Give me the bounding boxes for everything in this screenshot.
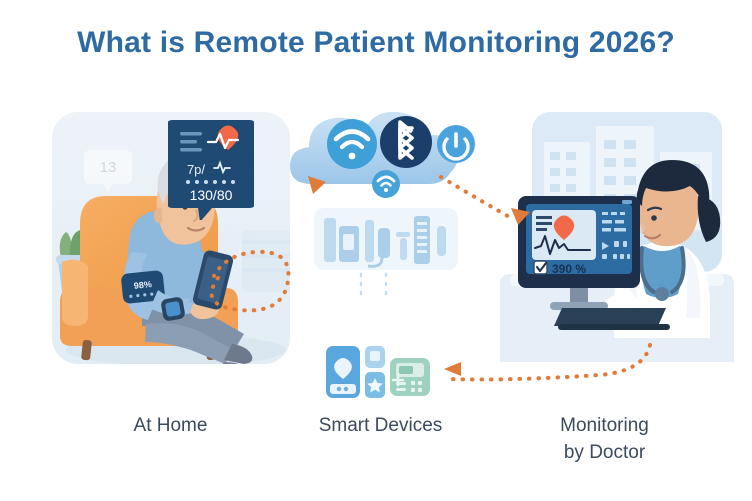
- monitor-reading: 390 %: [552, 262, 586, 276]
- smart-devices-scene: [318, 342, 438, 404]
- ecg-icon: [206, 132, 240, 150]
- doctor-scene: 390 %: [492, 112, 742, 362]
- device-hub-scene: [306, 170, 466, 296]
- vitals-line-1: 7p/: [187, 162, 205, 177]
- dotted-link-down: [359, 272, 388, 296]
- caption-doctor-line-1: Monitoring: [560, 415, 649, 436]
- doctor-scrubs: [641, 246, 683, 298]
- caption-smart-devices-text: Smart Devices: [318, 415, 443, 436]
- monitor-ecg-icon: [534, 235, 591, 255]
- stethoscope-icon: [639, 246, 656, 294]
- devices-illustration: [326, 346, 430, 398]
- hub-illustration: [314, 184, 458, 296]
- wall-clock-decoration: 13: [84, 150, 132, 192]
- page-title: What is Remote Patient Monitoring 2026?: [77, 26, 675, 59]
- caption-at-home-text: At Home: [133, 415, 208, 436]
- cloud-illustration: [290, 111, 475, 184]
- caption-at-home: At Home: [78, 412, 263, 439]
- caption-doctor-line-2: by Doctor: [563, 442, 646, 463]
- vitals-line-2: 130/80: [190, 187, 233, 203]
- doctor-hair: [636, 160, 710, 216]
- doctor-head: [636, 160, 721, 247]
- caption-monitoring-by-doctor: Monitoring by Doctor: [512, 412, 697, 466]
- monitor-checkbox: [533, 260, 548, 275]
- arrow-head-to-devices: [444, 362, 461, 376]
- home-scene: 13: [46, 112, 296, 372]
- doctor-illustration: 390 %: [500, 112, 734, 362]
- doctor-monitor: 390 %: [518, 196, 640, 310]
- svg-text:98%: 98%: [133, 279, 152, 291]
- keyboard: [554, 308, 666, 326]
- vitals-card: 7p/ 130/80: [168, 120, 254, 220]
- caption-smart-devices: Smart Devices: [288, 412, 473, 439]
- monitor-heart-icon: [553, 215, 575, 240]
- smartwatch: [161, 297, 185, 321]
- wifi-badge-icon: [372, 170, 400, 198]
- hair-bun: [697, 196, 721, 242]
- cloud-scene: [286, 96, 496, 206]
- svg-text:13: 13: [100, 159, 117, 176]
